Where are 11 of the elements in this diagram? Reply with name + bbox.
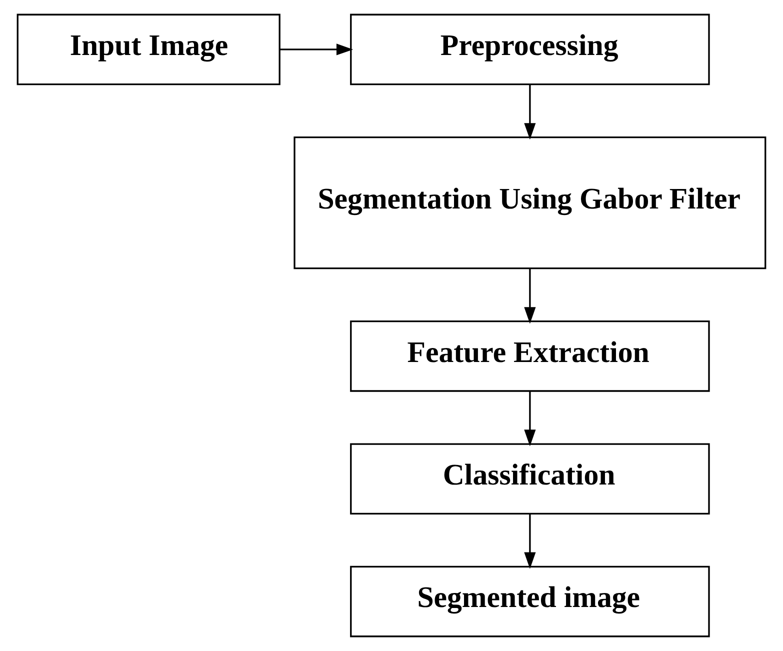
arrow — [524, 268, 536, 324]
node-box: Segmentation Using Gabor Filter — [294, 136, 766, 270]
arrow — [524, 84, 536, 140]
arrow — [524, 514, 536, 569]
arrow — [280, 44, 354, 56]
node-box: Feature Extraction — [350, 320, 710, 392]
arrow — [524, 391, 536, 446]
node-box: Classification — [350, 443, 710, 514]
node-box: Segmented image — [350, 566, 710, 638]
node-box: Preprocessing — [350, 14, 710, 86]
node-box: Input Image — [16, 14, 280, 86]
